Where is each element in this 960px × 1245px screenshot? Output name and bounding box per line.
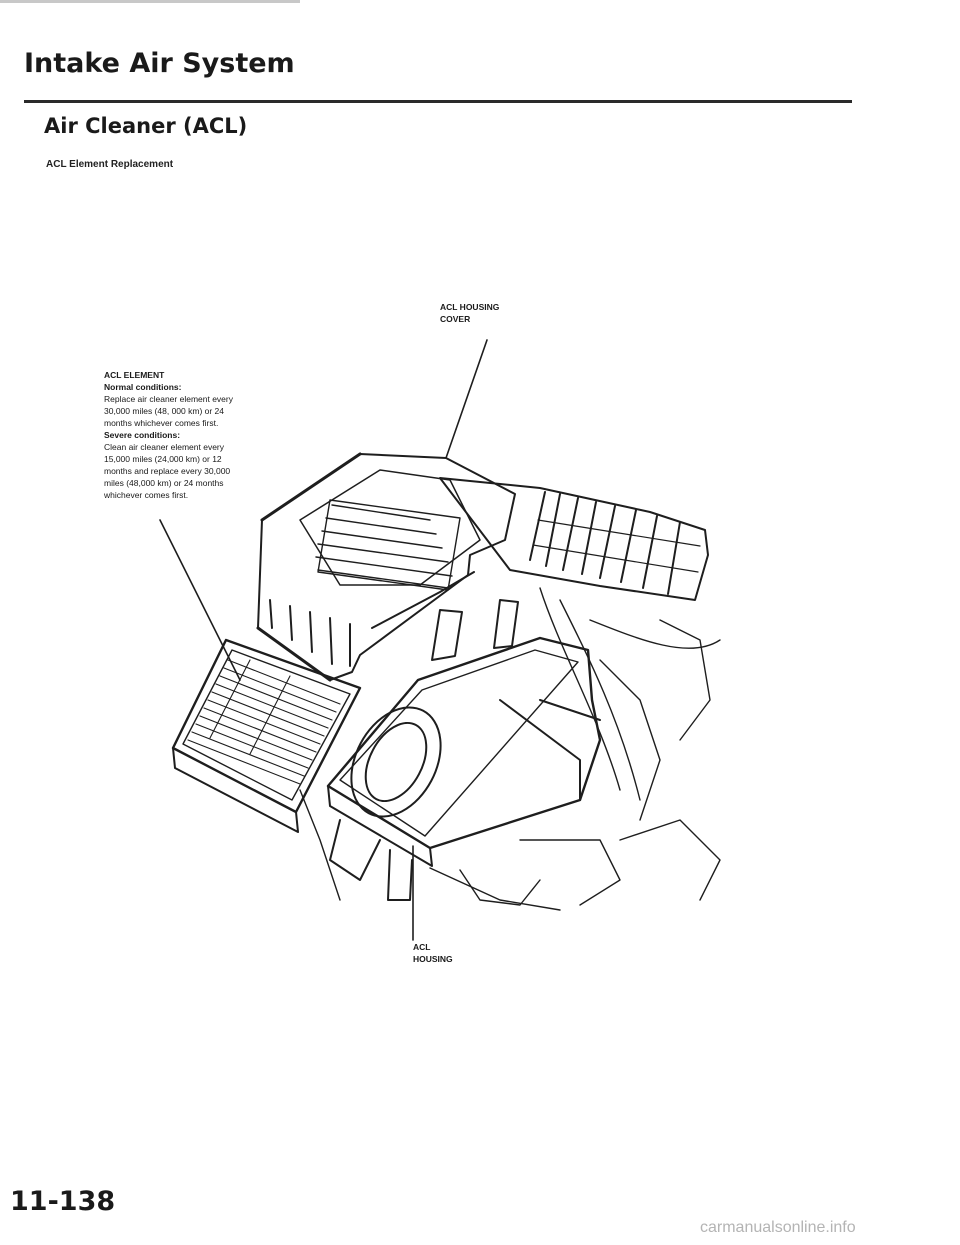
procedure-heading: ACL Element Replacement xyxy=(46,159,174,170)
callout-line: HOUSING xyxy=(413,954,453,964)
top-edge-rule xyxy=(0,0,300,3)
severe-conditions-line: 15,000 miles (24,000 km) or 12 xyxy=(104,454,222,464)
severe-conditions-line: months and replace every 30,000 xyxy=(104,466,231,476)
callout-acl-element: ACL ELEMENT Normal conditions: Replace a… xyxy=(104,369,319,501)
callout-line: ACL xyxy=(413,942,431,952)
callout-line: ACL HOUSING xyxy=(440,302,500,312)
normal-conditions-heading: Normal conditions: xyxy=(104,382,182,392)
section-title: Intake Air System xyxy=(24,48,295,79)
title-rule xyxy=(24,100,852,103)
severe-conditions-line: whichever comes first. xyxy=(104,490,189,500)
watermark: carmanualsonline.info xyxy=(700,1219,856,1236)
callout-acl-housing: ACL HOUSING xyxy=(413,941,453,965)
severe-conditions-heading: Severe conditions: xyxy=(104,430,181,440)
callout-line: COVER xyxy=(440,314,471,324)
page-number: 11-138 xyxy=(10,1186,116,1217)
severe-conditions-line: miles (48,000 km) or 24 months xyxy=(104,478,224,488)
severe-conditions-line: Clean air cleaner element every xyxy=(104,442,225,452)
normal-conditions-line: Replace air cleaner element every xyxy=(104,394,233,404)
housing-cover xyxy=(256,452,516,682)
acl-housing xyxy=(326,599,602,901)
element-title: ACL ELEMENT xyxy=(104,370,165,380)
intake-duct xyxy=(439,477,709,601)
acl-element xyxy=(171,638,362,833)
leader-line-cover xyxy=(445,339,488,459)
normal-conditions-line: 30,000 miles (48, 000 km) or 24 xyxy=(104,406,225,416)
sub-title: Air Cleaner (ACL) xyxy=(44,114,248,138)
normal-conditions-line: months whichever comes first. xyxy=(104,418,219,428)
callout-housing-cover: ACL HOUSING COVER xyxy=(440,301,499,325)
leader-line-element xyxy=(159,519,241,681)
engine-bay-lines xyxy=(299,587,721,911)
